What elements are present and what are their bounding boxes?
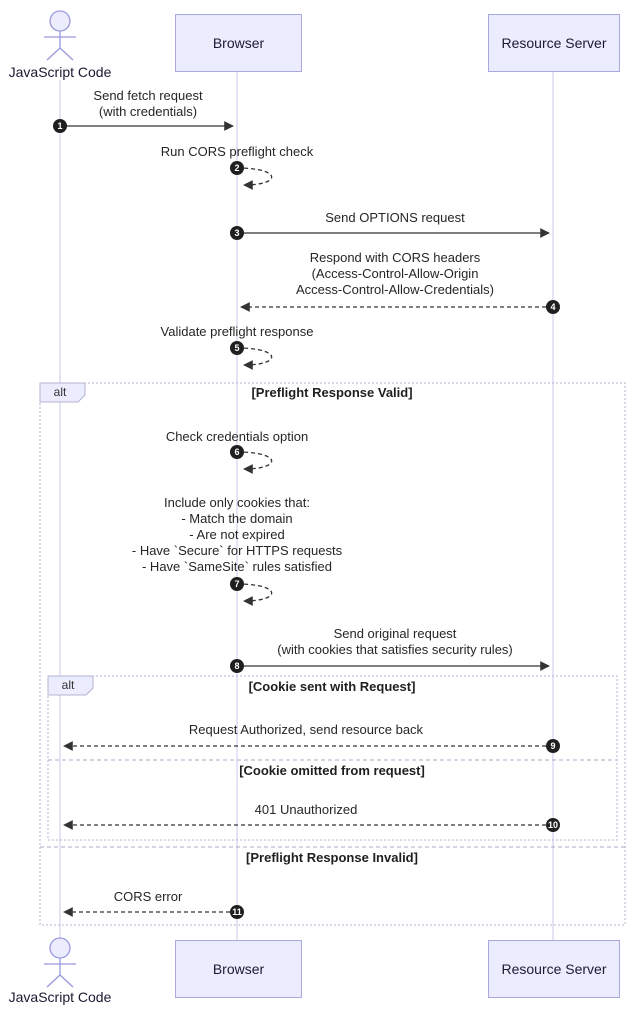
self-loop-5-validate	[236, 347, 273, 370]
message-label-2: Run CORS preflight check	[160, 144, 314, 159]
participant-box-browser-bottom: Browser	[175, 940, 302, 998]
participant-box-server-bottom: Resource Server	[488, 940, 620, 998]
sequence-badge-1: 1	[53, 119, 67, 133]
sequence-badge-7: 7	[230, 577, 244, 591]
participant-box-server-top: Resource Server	[488, 14, 620, 72]
message-label-9: Request Authorized, send resource back	[188, 722, 424, 737]
alt-tab-inner	[47, 675, 94, 696]
message-label-3: Send OPTIONS request	[325, 210, 465, 225]
self-loop-6-check-credentials	[236, 451, 273, 474]
sequence-badge-9: 9	[546, 739, 560, 753]
actor-label-top: JavaScript Code	[8, 64, 112, 80]
message-label-11: CORS error	[113, 889, 183, 904]
sequence-badge-6: 6	[230, 445, 244, 459]
sequence-badge-5: 5	[230, 341, 244, 355]
message-label-7: Include only cookies that: - Match the d…	[131, 495, 343, 574]
sequence-badge-2: 2	[230, 161, 244, 175]
message-label-8: Send original request (with cookies that…	[277, 626, 513, 657]
sequence-badge-10: 10	[546, 818, 560, 832]
self-loop-7-cookie-rules	[236, 583, 273, 606]
actor-figure-bottom	[44, 937, 76, 988]
alt-condition-cookie-sent: [Cookie sent with Request]	[248, 679, 416, 694]
actor-label-bottom: JavaScript Code	[8, 989, 112, 1005]
sequence-badge-8: 8	[230, 659, 244, 673]
message-label-4: Respond with CORS headers (Access-Contro…	[296, 250, 494, 297]
message-label-10: 401 Unauthorized	[254, 802, 358, 817]
actor-figure-top	[44, 10, 76, 61]
message-label-5: Validate preflight response	[160, 324, 314, 339]
alt-tab-outer	[39, 382, 86, 403]
alt-condition-cookie-omitted: [Cookie omitted from request]	[239, 763, 425, 778]
alt-condition-invalid: [Preflight Response Invalid]	[246, 850, 418, 865]
alt-operator-outer: alt	[53, 385, 67, 399]
alt-condition-valid: [Preflight Response Valid]	[251, 385, 413, 400]
participant-box-browser-top: Browser	[175, 14, 302, 72]
alt-operator-inner: alt	[61, 678, 75, 692]
sequence-badge-3: 3	[230, 226, 244, 240]
sequence-badge-11: 11	[230, 905, 244, 919]
alt-frame-inner	[47, 675, 618, 841]
message-label-1: Send fetch request (with credentials)	[93, 88, 203, 119]
sequence-badge-4: 4	[546, 300, 560, 314]
message-label-6: Check credentials option	[165, 429, 309, 444]
alt-frame-outer	[39, 382, 626, 926]
self-loop-2-preflight-check	[236, 167, 273, 190]
